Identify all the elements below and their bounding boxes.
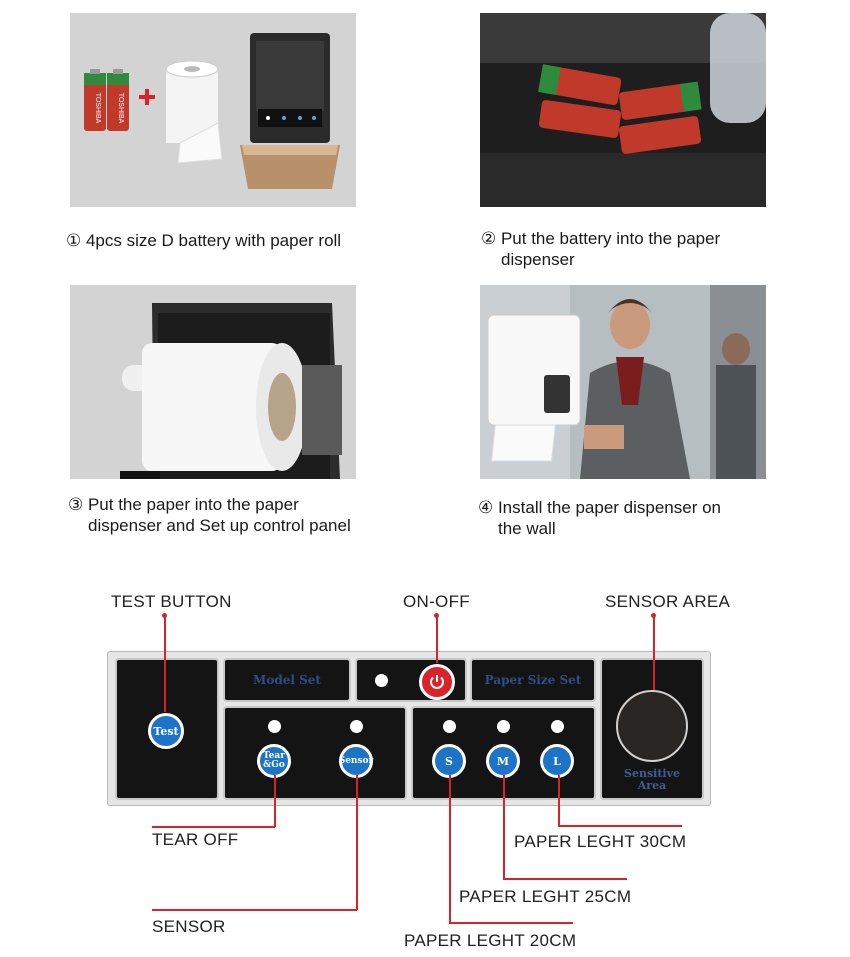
battery-brand-right: TOSHIBA xyxy=(117,93,124,124)
step3-caption: ③ Put the paper into the paper dispenser… xyxy=(68,494,351,536)
paper30-leader-h xyxy=(558,825,682,827)
dispenser-open-illustration xyxy=(240,33,340,189)
s-led xyxy=(443,720,456,733)
step2-caption-line2: dispenser xyxy=(501,250,575,269)
power-led xyxy=(375,674,388,687)
paper-size-set-section: Paper Size Set xyxy=(470,658,596,702)
callout-paper-30: PAPER LEGHT 30CM xyxy=(514,832,687,851)
power-icon xyxy=(430,675,444,689)
power-section xyxy=(355,658,467,702)
m-led xyxy=(497,720,510,733)
tear-off-leader-h xyxy=(152,826,275,828)
battery-brand-left: TOSHIBA xyxy=(94,93,101,124)
step1-caption: ① 4pcs size D battery with paper roll xyxy=(66,230,341,251)
paper-roll-illustration xyxy=(165,60,223,164)
step3-caption-text: ③ Put the paper into the paper xyxy=(68,495,299,514)
callout-on-off: ON-OFF xyxy=(403,592,470,611)
power-button[interactable] xyxy=(419,664,455,700)
paper30-leader-v xyxy=(558,775,560,826)
step1-caption-text: ① 4pcs size D battery with paper roll xyxy=(66,231,342,250)
reflection-illustration xyxy=(716,333,756,479)
sensor-area-section: Sensitive Area xyxy=(600,658,704,800)
mode-section: Tear &Go Sensor xyxy=(223,706,407,800)
step3-image xyxy=(70,285,356,479)
paper20-leader-v xyxy=(449,775,451,923)
step2-caption-text: ② Put the battery into the paper xyxy=(481,229,721,248)
batteries-illustration: TOSHIBA TOSHIBA xyxy=(84,69,129,131)
callout-sensor: SENSOR xyxy=(152,917,226,936)
callout-sensor-area: SENSOR AREA xyxy=(605,592,731,611)
step4-caption-text: ④ Install the paper dispenser on xyxy=(478,498,721,517)
step4-caption: ④ Install the paper dispenser on the wal… xyxy=(478,497,721,539)
step4-caption-line2: the wall xyxy=(498,519,556,538)
callout-test-button: TEST BUTTON xyxy=(111,592,232,611)
callout-tear-off: TEAR OFF xyxy=(152,830,239,849)
size-s-button[interactable]: S xyxy=(432,744,466,778)
paper-size-set-label: Paper Size Set xyxy=(484,673,582,687)
test-button[interactable]: Test xyxy=(148,713,184,749)
sensor-led xyxy=(350,720,363,733)
paper20-leader-h xyxy=(449,922,573,924)
paper25-leader-v xyxy=(503,775,505,879)
wall-dispenser-illustration xyxy=(487,314,581,462)
step3-caption-line2: dispenser and Set up control panel xyxy=(88,516,351,535)
step4-image xyxy=(480,285,766,479)
sensor-leader-v xyxy=(356,775,358,910)
step2-caption: ② Put the battery into the paper dispens… xyxy=(481,228,720,270)
sensor-button[interactable]: Sensor xyxy=(339,744,373,778)
model-set-section: Model Set xyxy=(223,658,351,702)
tear-go-led xyxy=(268,720,281,733)
sensor-leader-h xyxy=(152,909,357,911)
sensitive-area-label: Sensitive Area xyxy=(624,767,680,792)
man-illustration xyxy=(580,299,690,479)
test-leader-line xyxy=(164,615,166,712)
test-section: Test xyxy=(115,658,219,800)
tear-go-button[interactable]: Tear &Go xyxy=(257,744,291,778)
sensor-area-leader-line xyxy=(653,615,655,690)
paper25-leader-h xyxy=(503,878,627,880)
callout-paper-25: PAPER LEGHT 25CM xyxy=(459,887,632,906)
onoff-leader-line xyxy=(436,615,438,663)
l-led xyxy=(551,720,564,733)
dispenser-with-roll-illustration xyxy=(120,303,342,479)
size-m-button[interactable]: M xyxy=(486,744,520,778)
size-l-button[interactable]: L xyxy=(540,744,574,778)
tear-off-leader-v xyxy=(274,775,276,827)
model-set-label: Model Set xyxy=(253,673,321,687)
battery-compartment-illustration xyxy=(538,64,702,154)
callout-paper-20: PAPER LEGHT 20CM xyxy=(404,931,577,950)
step2-image xyxy=(480,13,766,207)
sensor-window xyxy=(616,690,688,762)
control-panel: Test Model Set Paper Size Set Tear &Go S… xyxy=(107,651,711,806)
step1-image: TOSHIBA TOSHIBA xyxy=(70,13,356,207)
